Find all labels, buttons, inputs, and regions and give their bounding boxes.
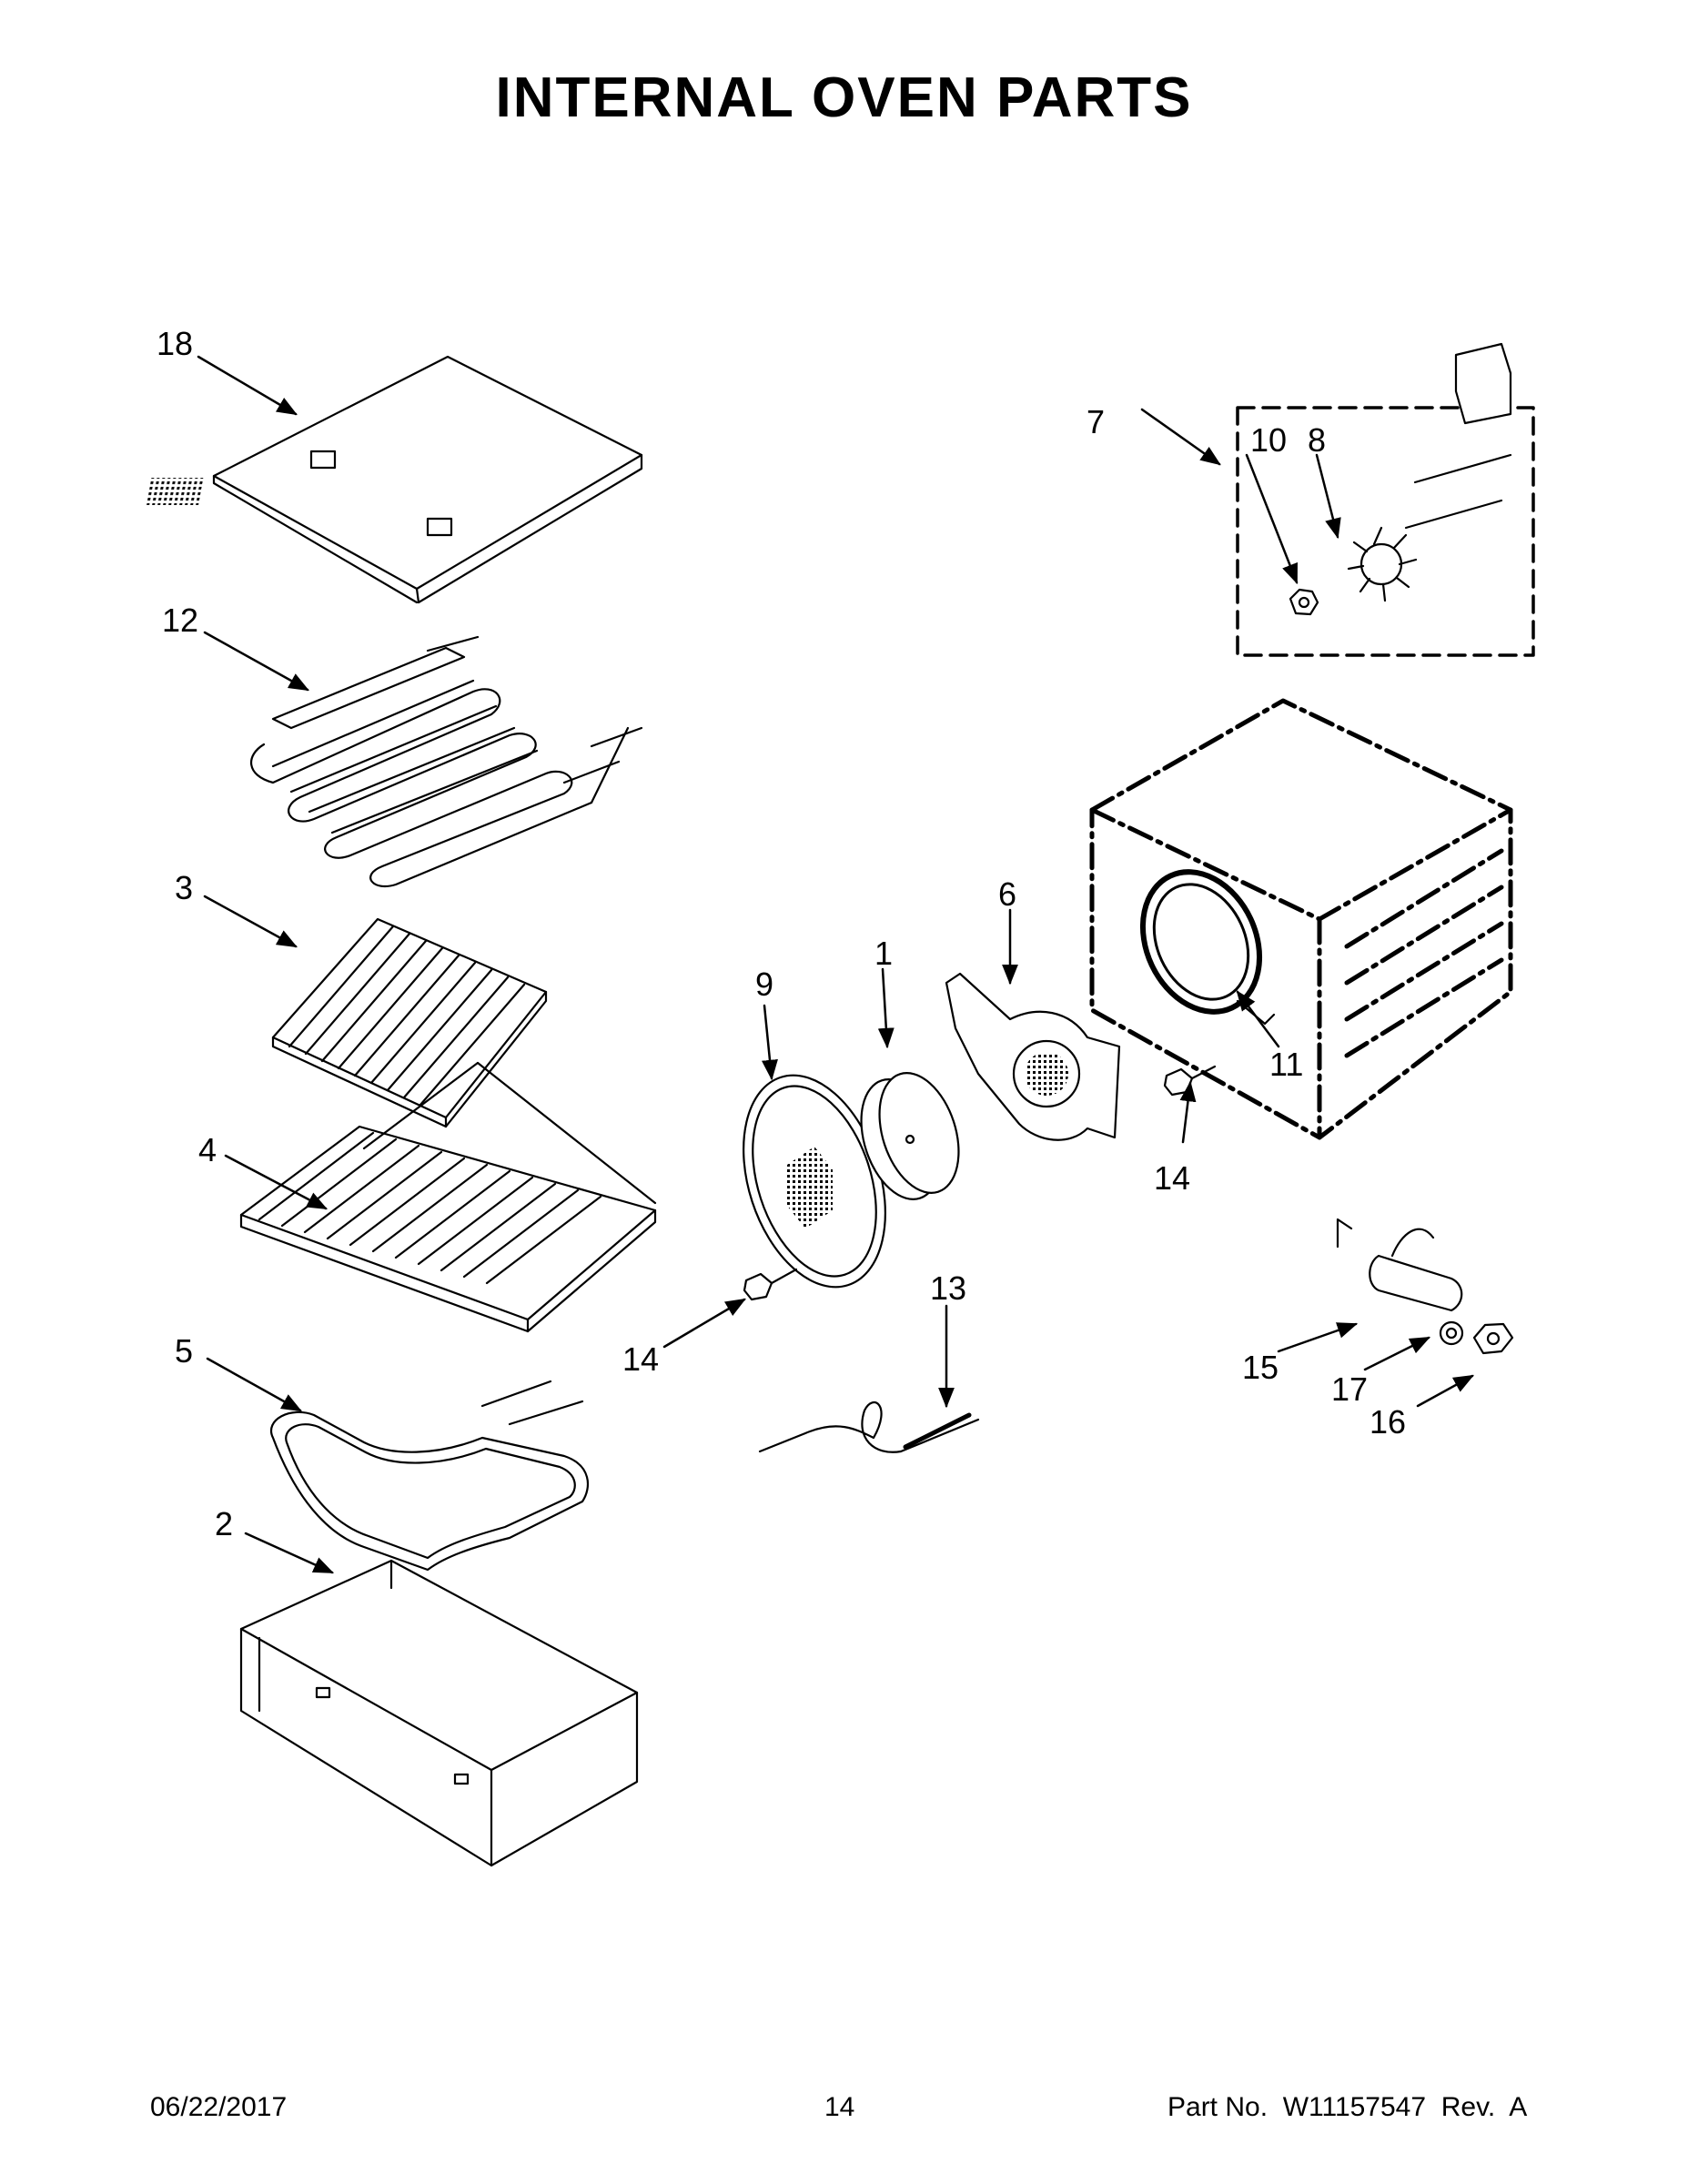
oven-cavity [1092, 701, 1511, 1138]
part-9-fan-cover [718, 1057, 910, 1306]
part-17-washer [1440, 1322, 1462, 1344]
callout-9: 9 [755, 966, 774, 1003]
callout-17: 17 [1331, 1370, 1369, 1408]
part-16-nut [1474, 1324, 1512, 1353]
part-11-convection-element [1121, 853, 1281, 1031]
part-8-fan-blade [1349, 528, 1416, 601]
callout-8: 8 [1308, 421, 1327, 459]
callout-14-right: 14 [1154, 1159, 1191, 1197]
part-6-fan-shroud [946, 974, 1119, 1140]
callout-11: 11 [1269, 1046, 1304, 1083]
callout-4: 4 [198, 1131, 217, 1168]
part-14-screw-left [744, 1269, 796, 1299]
part-2-lower-cover [241, 1561, 637, 1866]
callout-16: 16 [1370, 1403, 1407, 1441]
leader-arrows [197, 355, 1474, 1574]
page-title: INTERNAL OVEN PARTS [495, 66, 1193, 129]
part-13-temp-sensor [760, 1402, 978, 1452]
part-3-oven-rack [273, 919, 546, 1127]
footer-page-number: 14 [824, 2092, 855, 2122]
part-10-nut [1290, 590, 1318, 614]
callout-1: 1 [874, 935, 894, 972]
part-18-top-panel [146, 357, 642, 602]
part-15-fan-motor [1338, 1219, 1461, 1310]
callout-18: 18 [157, 325, 194, 362]
part-1-fan-baffle [847, 1063, 973, 1209]
callout-3: 3 [175, 869, 194, 906]
callout-10: 10 [1250, 421, 1288, 459]
part-12-broil-element [251, 637, 642, 886]
part-4-roller-rack [241, 1063, 655, 1331]
part-7-fan-motor-kit [1238, 344, 1533, 655]
footer-date: 06/22/2017 [150, 2092, 288, 2122]
callout-7: 7 [1087, 403, 1106, 440]
callout-5: 5 [175, 1332, 194, 1370]
part-5-bake-element [271, 1381, 588, 1570]
callout-12: 12 [162, 602, 199, 639]
callout-14-left: 14 [622, 1340, 660, 1378]
callout-15: 15 [1242, 1349, 1279, 1386]
footer-part-number: Part No. W11157547 Rev. A [1167, 2092, 1528, 2122]
callout-13: 13 [930, 1269, 967, 1307]
callout-2: 2 [215, 1505, 234, 1542]
callout-6: 6 [998, 875, 1017, 913]
